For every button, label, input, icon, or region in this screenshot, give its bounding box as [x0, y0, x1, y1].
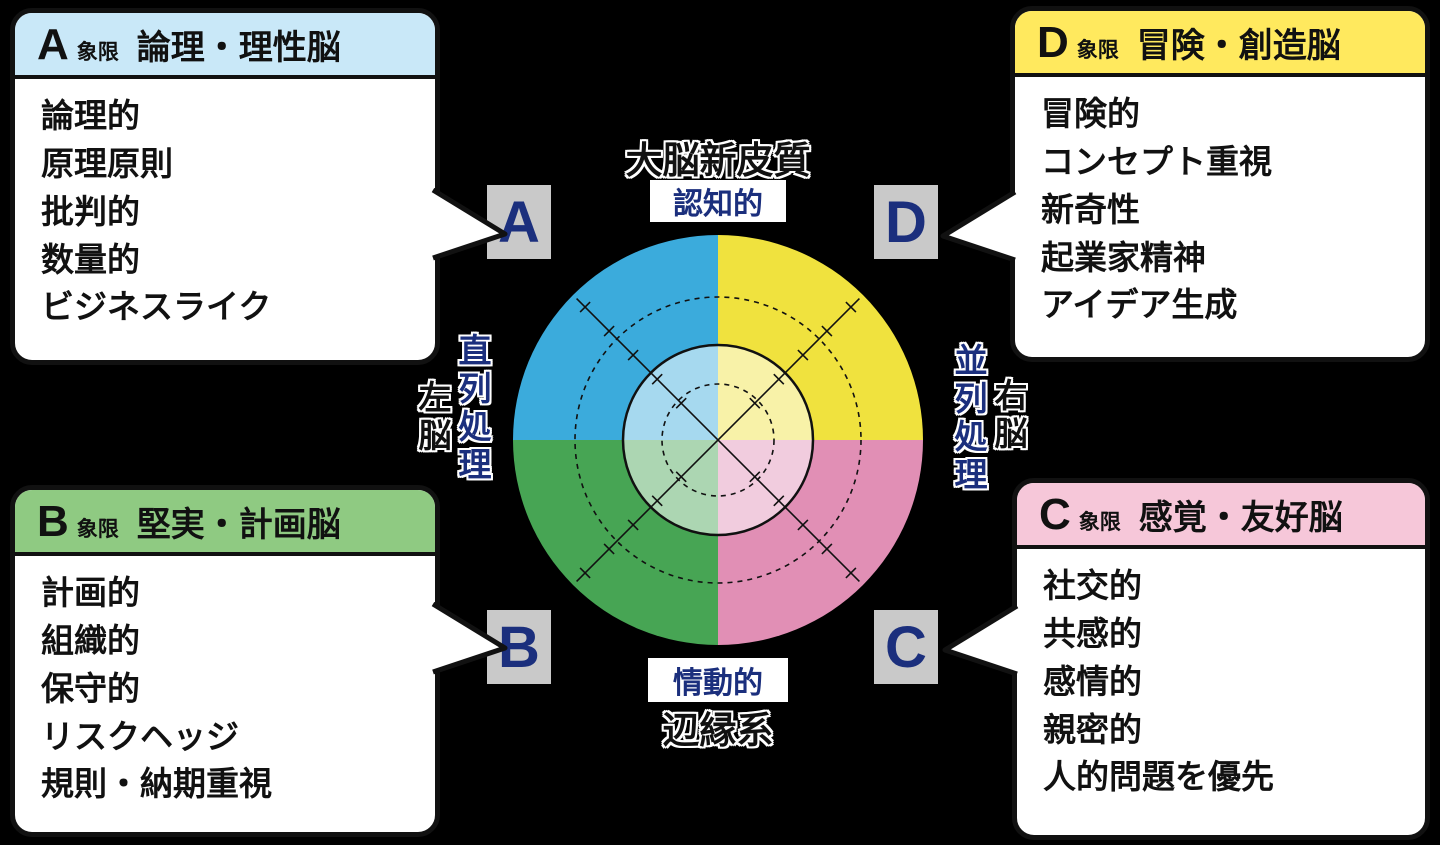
diagonal-scale-ticks [579, 301, 857, 579]
trait-item: 計画的 [41, 574, 140, 611]
quadrant-c-marker: C [874, 610, 938, 684]
callout-tail-d [940, 189, 1017, 263]
trait-item: 人的問題を優先 [1043, 758, 1274, 796]
diagonal-axes [576, 298, 860, 582]
quadrant-c-header: C 象限 感覚・友好脳 [1017, 483, 1425, 549]
inner-zone-ring [621, 343, 815, 537]
quadrant-c-callout: C 象限 感覚・友好脳 社交的 共感的 感情的 親密的 人的問題を優先 [1012, 478, 1430, 840]
quadrant-b-callout: B 象限 堅実・計画脳 計画的 組織的 保守的 リスクヘッジ 規則・納期重視 [10, 485, 440, 837]
quadrant-a-trait-list: 論理的 原理原則 批判的 数量的 ビジネスライク [15, 79, 435, 344]
quadrant-a-header-title: 論理・理性脳 [136, 29, 341, 67]
trait-item: アイデア生成 [1041, 286, 1238, 324]
quadrant-d-callout: D 象限 冒険・創造脳 冒険的 コンセプト重視 新奇性 起業家精神 アイデア生成 [1010, 6, 1430, 362]
label-emotional-tag: 情動的 [648, 658, 788, 702]
label-parallel-processing: 並列処理 [950, 343, 987, 495]
quadrant-a-header-letter: A [37, 20, 69, 69]
brain-quadrant-wheel [513, 235, 923, 645]
trait-item: 親密的 [1043, 710, 1142, 748]
trait-item: 冒険的 [1041, 95, 1140, 132]
quadrant-c-header-title: 感覚・友好脳 [1138, 499, 1343, 537]
quadrant-a-header: A 象限 論理・理性脳 [15, 13, 435, 79]
label-right-brain: 右脳 [990, 378, 1027, 454]
label-serial-processing: 直列処理 [454, 333, 491, 485]
inner-dashed-ring [661, 383, 775, 497]
quadrant-a-callout: A 象限 論理・理性脳 論理的 原理原則 批判的 数量的 ビジネスライク [10, 8, 440, 365]
trait-item: 感情的 [1043, 662, 1142, 700]
label-neocortex: 大脳新皮質 [625, 140, 811, 181]
trait-item: 論理的 [41, 97, 140, 134]
quadrant-d-header-suffix: 象限 [1076, 39, 1119, 62]
quadrant-b-header: B 象限 堅実・計画脳 [15, 490, 435, 556]
trait-item: 保守的 [41, 669, 140, 707]
label-cognitive-tag: 認知的 [650, 180, 786, 222]
quadrant-c-trait-list: 社交的 共感的 感情的 親密的 人的問題を優先 [1017, 549, 1425, 814]
quadrant-d-header-letter: D [1037, 18, 1069, 67]
trait-item: 原理原則 [41, 144, 173, 182]
quadrant-b-header-title: 堅実・計画脳 [136, 506, 341, 544]
quadrant-d-trait-list: 冒険的 コンセプト重視 新奇性 起業家精神 アイデア生成 [1015, 77, 1425, 342]
trait-item: コンセプト重視 [1041, 142, 1272, 180]
quadrant-d-marker: D [874, 185, 938, 259]
quadrant-a-header-suffix: 象限 [76, 41, 119, 64]
trait-item: 規則・納期重視 [41, 765, 272, 803]
quadrant-d-header: D 象限 冒険・創造脳 [1015, 11, 1425, 77]
quadrant-c-header-letter: C [1039, 490, 1071, 539]
outer-dashed-ring [574, 296, 862, 584]
quadrant-d-header-title: 冒険・創造脳 [1136, 27, 1341, 65]
trait-item: 社交的 [1043, 567, 1142, 604]
quadrant-c-header-suffix: 象限 [1078, 511, 1121, 534]
trait-item: 共感的 [1043, 614, 1142, 652]
trait-item: 起業家精神 [1041, 238, 1206, 276]
trait-item: 新奇性 [1041, 190, 1140, 228]
label-left-brain: 左脳 [414, 380, 451, 456]
quadrant-b-header-suffix: 象限 [76, 518, 119, 541]
label-limbic: 辺縁系 [662, 710, 774, 751]
trait-item: ビジネスライク [41, 288, 272, 326]
quadrant-b-trait-list: 計画的 組織的 保守的 リスクヘッジ 規則・納期重視 [15, 556, 435, 821]
callout-tail-c [942, 603, 1019, 677]
callout-tail-a [431, 187, 508, 261]
label-emotional-text: 情動的 [673, 667, 763, 700]
callout-tail-b [431, 601, 508, 675]
trait-item: 数量的 [41, 240, 140, 278]
trait-item: 組織的 [41, 621, 140, 659]
quadrant-b-header-letter: B [37, 497, 69, 546]
trait-item: 批判的 [41, 192, 140, 230]
label-cognitive-text: 認知的 [673, 188, 763, 221]
trait-item: リスクヘッジ [41, 717, 239, 755]
quadrant-a-marker: A [487, 185, 551, 259]
